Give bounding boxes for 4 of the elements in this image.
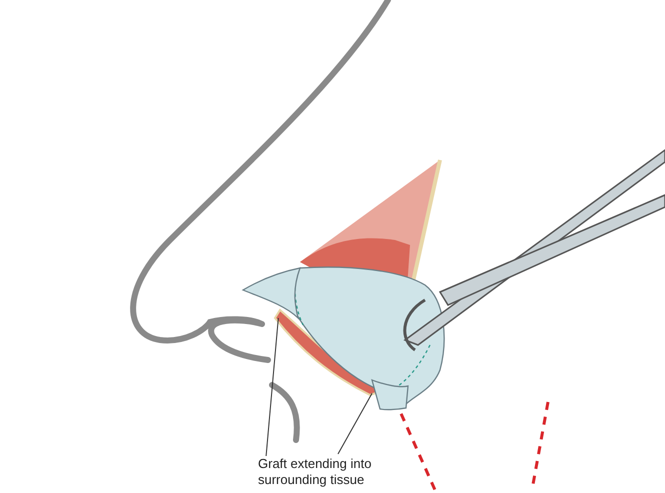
leader-line bbox=[266, 318, 279, 456]
graft-flange bbox=[371, 379, 409, 410]
graft-tip bbox=[242, 267, 301, 319]
callout-label: Graft extending into surrounding tissue bbox=[258, 456, 393, 488]
